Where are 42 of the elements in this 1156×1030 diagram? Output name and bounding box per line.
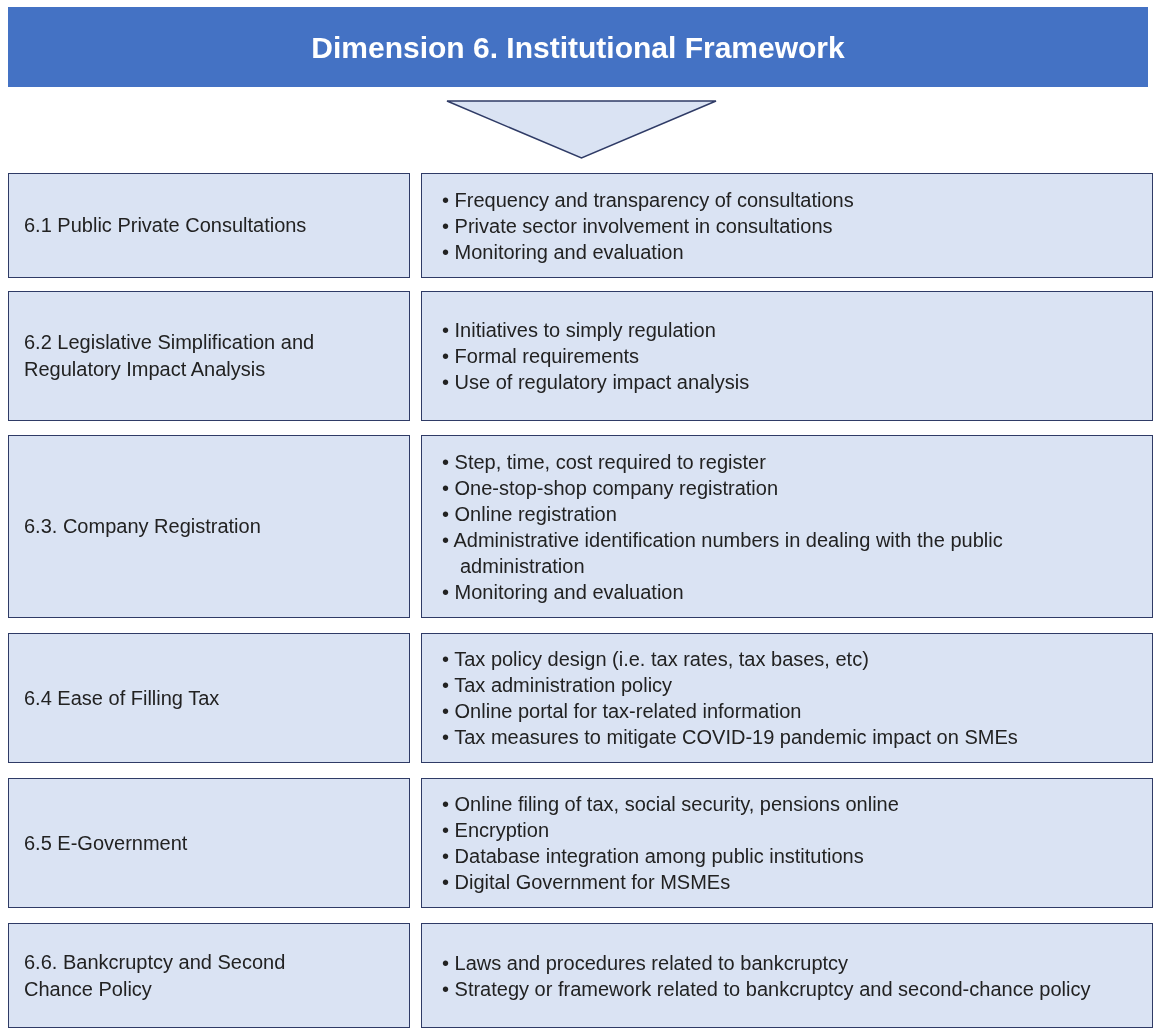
criteria-item: • Monitoring and evaluation [442, 579, 685, 605]
criteria-item: • Strategy or framework related to bankcruptcy and second-chance policy [442, 976, 1091, 1002]
header-title: Dimension 6. Institutional Framework [311, 29, 845, 66]
criteria-item: • Laws and procedures related to bankcruptcy [442, 950, 850, 976]
subdimension-box [8, 435, 410, 618]
criteria-item: • Private sector involvement in consultations [442, 213, 834, 239]
criteria-box [421, 435, 1153, 618]
criteria-box [421, 778, 1153, 908]
subdimension-label: 6.1 Public Private Consultations [24, 213, 308, 238]
criteria-item: • Formal requirements [442, 344, 641, 369]
header-banner [8, 7, 1148, 87]
subdimension-box [8, 923, 410, 1028]
subdimension-label: 6.5 E-Government [24, 830, 189, 856]
subdimension-label: 6.3. Company Registration [24, 514, 262, 539]
criteria-item: • Online registration [442, 501, 618, 527]
criteria-item: • Tax policy design (i.e. tax rates, tax bases, etc) [442, 647, 870, 672]
subdimension-label: 6.4 Ease of Filling Tax [24, 685, 221, 711]
criteria-box [421, 633, 1153, 763]
subdimension-box [8, 778, 410, 908]
criteria-box [421, 923, 1153, 1028]
criteria-item: • Database integration among public institutions [442, 844, 865, 869]
criteria-item: • Tax measures to mitigate COVID-19 pandemic impact on SMEs [442, 725, 1018, 750]
criteria-item: • One-stop-shop company registration [442, 475, 780, 501]
criteria-item: • Encryption [442, 818, 551, 843]
criteria-item: • Digital Government for MSMEs [442, 870, 732, 895]
criteria-item: • Frequency and transparency of consultations [442, 187, 854, 213]
chevron-triangle [446, 100, 717, 159]
criteria-item: • Step, time, cost required to register [442, 449, 767, 475]
subdimension-box [8, 633, 410, 763]
criteria-item: • Online filing of tax, social security, pensions online [442, 792, 899, 817]
criteria-box [421, 291, 1153, 421]
subdimension-box [8, 173, 410, 278]
criteria-item: • Tax administration policy [442, 673, 674, 698]
criteria-item: • Administrative identification numbers in dealing with the public administration [442, 527, 1004, 579]
criteria-item: • Initiatives to simply regulation [442, 318, 717, 343]
criteria-item: • Online portal for tax-related information [442, 699, 803, 724]
criteria-item: • Monitoring and evaluation [442, 239, 685, 265]
subdimension-label: 6.6. Bankcruptcy and Second Chance Policy [24, 949, 287, 1002]
subdimension-label: 6.2 Legislative Simplification and Regulatory Impact Analysis [24, 330, 316, 382]
criteria-item: • Use of regulatory impact analysis [442, 370, 750, 395]
criteria-box [421, 173, 1153, 278]
subdimension-box [8, 291, 410, 421]
